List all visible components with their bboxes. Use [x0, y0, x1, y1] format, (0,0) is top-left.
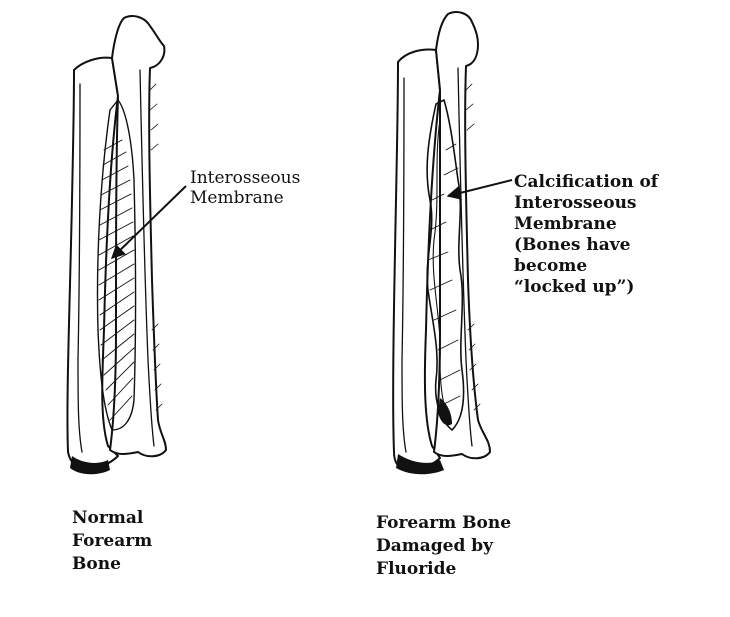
normal-radius-shading [149, 83, 163, 411]
damaged-callout-arrow [446, 179, 513, 200]
normal-membrane-hatching [98, 139, 135, 421]
caption-line: Normal [72, 508, 144, 528]
caption-line: Damaged by [376, 536, 494, 556]
interosseous-membrane-label: Interosseous Membrane [190, 168, 300, 208]
normal-forearm-caption: Normal Forearm Bone [72, 507, 152, 576]
label-line: become [514, 256, 588, 276]
caption-line: Fluoride [376, 559, 457, 579]
label-line: Calcification of [514, 172, 659, 192]
caption-line: Forearm [72, 531, 153, 551]
label-line: Interosseous [190, 168, 301, 188]
label-line: (Bones have [514, 235, 631, 255]
normal-ulna-inner-line [77, 83, 83, 453]
calcification-label: Calcification of Interosseous Membrane (… [514, 172, 658, 298]
normal-callout-arrow [110, 185, 187, 259]
damaged-ulna-inner-line [401, 77, 407, 453]
normal-radius-outline [109, 15, 167, 458]
label-line: “locked up”) [514, 277, 635, 297]
damaged-joint-shadow [438, 398, 452, 426]
damaged-membrane-ridge [432, 119, 451, 421]
damaged-forearm-caption: Forearm Bone Damaged by Fluoride [376, 512, 511, 581]
label-line: Membrane [514, 214, 617, 234]
normal-forearm-bone [66, 15, 167, 475]
damaged-forearm-bone [392, 11, 491, 475]
normal-radius-inner-line [139, 69, 155, 447]
normal-base-shadow [70, 456, 110, 475]
damaged-radius-shading [465, 83, 481, 411]
label-line: Membrane [190, 188, 284, 208]
damaged-radius-inner-line [457, 67, 473, 447]
caption-line: Forearm Bone [376, 513, 512, 533]
normal-membrane-outline [96, 99, 137, 431]
label-line: Interosseous [514, 193, 637, 213]
damaged-membrane-hatching [427, 143, 461, 405]
damaged-base-shadow [396, 454, 444, 475]
caption-line: Bone [72, 554, 121, 574]
